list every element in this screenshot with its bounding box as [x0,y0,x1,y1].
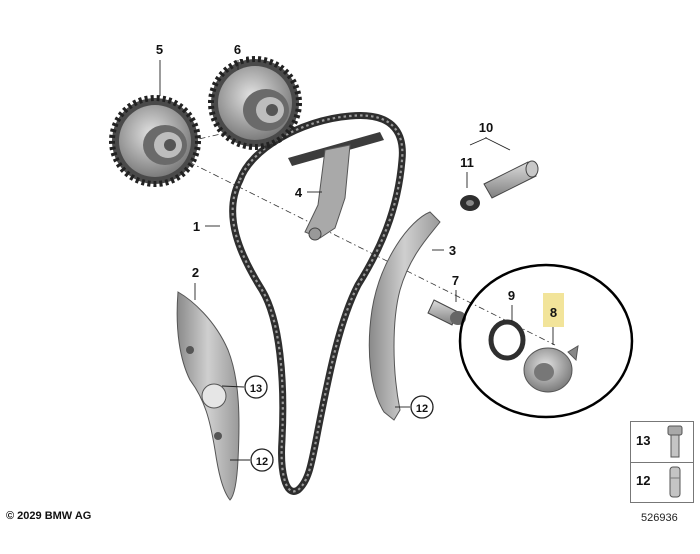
svg-text:12: 12 [416,403,428,415]
svg-text:5: 5 [156,42,163,57]
o-ring-9 [488,319,526,361]
legend-number: 13 [636,433,651,448]
seal-ring-11 [460,195,480,211]
circled-ref-12-rail: 12 [250,448,274,472]
svg-text:9: 9 [508,288,515,303]
document-number: 526936 [641,512,678,524]
hardware-legend: 13 12 [630,421,694,503]
callout-part-11: 11 [455,152,479,172]
circled-ref-13-rail: 13 [244,375,268,399]
callout-part-5: 5 [151,39,168,59]
timing-chain [229,111,406,495]
svg-text:1: 1 [193,219,200,234]
detail-ellipse [458,263,634,419]
camshaft-adjuster-intake [109,95,201,187]
guide-rail-lower [176,291,240,501]
callout-part-8: 8 [543,293,564,327]
callout-part-10: 10 [474,117,498,137]
svg-text:2: 2 [192,265,199,280]
chain-tensioner [483,160,539,199]
tensioner-rail [368,211,441,421]
svg-text:4: 4 [295,185,303,200]
svg-text:10: 10 [479,120,493,135]
legend-number: 12 [636,473,651,488]
pin-7 [427,299,466,326]
leader-lines [159,60,554,461]
callout-part-7: 7 [447,270,464,290]
svg-text:7: 7 [452,273,459,288]
axis-line-main [164,149,556,346]
bolt-icon [667,425,683,458]
copyright-text: © 2029 BMW AG [6,510,92,522]
svg-text:6: 6 [234,42,241,57]
camshaft-adjuster-exhaust [208,56,302,150]
svg-text:13: 13 [250,383,262,395]
callout-part-6: 6 [229,39,246,59]
svg-text:12: 12 [256,456,268,468]
callout-part-3: 3 [444,240,461,260]
pin-icon [669,466,681,498]
callout-part-1: 1 [188,216,205,236]
part-8-component [523,345,579,393]
svg-text:8: 8 [550,305,557,320]
legend-row-12: 12 [631,462,693,502]
svg-text:3: 3 [449,243,456,258]
circled-ref-12-tensioner: 12 [410,395,434,419]
legend-row-13: 13 [631,422,693,463]
svg-text:11: 11 [460,155,474,170]
callout-part-9: 9 [503,285,520,305]
callout-part-2: 2 [187,262,204,282]
callout-part-4: 4 [290,182,307,202]
guide-rail-upper [288,132,384,241]
